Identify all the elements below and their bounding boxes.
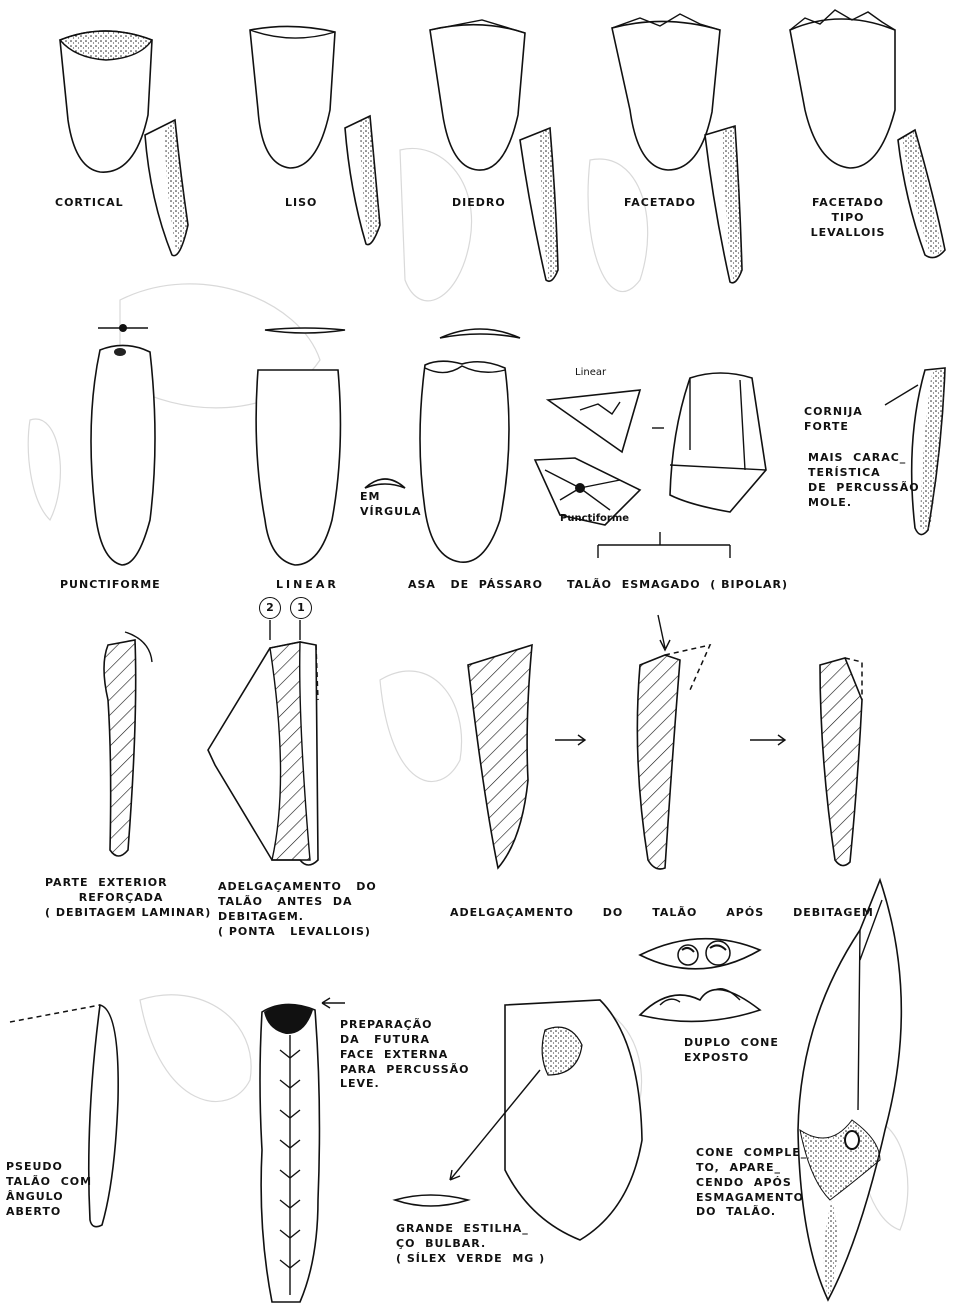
label-em-virgula: EM VÍRGULA [360,490,422,520]
label-parte-exterior: PARTE EXTERIOR REFORÇADA ( DEBITAGEM LAM… [45,876,211,921]
facetado-flake-drawing [612,14,742,283]
label-linear: LINEAR [276,578,339,593]
duplo-cone-drawing [640,939,760,1022]
diedro-flake-drawing [430,20,558,281]
label-cortical: CORTICAL [55,196,124,211]
label-estilhaco-bulbar: GRANDE ESTILHA_ ÇO BULBAR. ( SÍLEX VERDE… [396,1222,545,1267]
asa-de-passaro-flake-drawing [420,329,520,562]
label-diedro: DIEDRO [452,196,506,211]
label-pseudo-talao: PSEUDO TALÃO COM ÂNGULO ABERTO [6,1160,92,1219]
label-cornija-forte: CORNIJA FORTE [804,405,863,435]
label-preparacao: PREPARAÇÃO DA FUTURA FACE EXTERNA PARA P… [340,1018,469,1092]
label-facetado-levallois: FACETADO TIPO LEVALLOIS [808,196,888,241]
label-adelgacamento-apos: ADELGAÇAMENTO DO TALÃO APÓS DEBITAGEM [450,906,874,921]
adelgacamento-apos-section-2 [637,615,785,869]
number-1-marker: 1 [290,597,312,619]
label-duplo-cone: DUPLO CONE EXPOSTO [684,1036,779,1066]
adelgacamento-apos-section-3 [820,658,862,866]
label-punctiforme-small: Punctiforme [560,512,629,526]
esmagado-bipolar-drawings [535,373,766,558]
number-2-marker: 2 [259,597,281,619]
label-adelgacamento-antes: ADELGAÇAMENTO DO TALÃO ANTES DA DEBITAGE… [218,880,377,939]
label-mais-caracteristica: MAIS CARAC_ TERÍSTICA DE PERCUSSÃO MOLE. [808,451,920,510]
label-punctiforme: PUNCTIFORME [60,578,161,593]
label-cone-completo: CONE COMPLE_ TO, APARE_ CENDO APÓS ESMAG… [696,1146,807,1220]
label-facetado: FACETADO [624,196,696,211]
blade-preparation-drawing [260,998,345,1302]
liso-flake-drawing [250,26,380,244]
label-talao-esmagado: TALÃO ESMAGADO ( BIPOLAR) [567,578,788,593]
linear-flake-drawing [256,328,405,565]
label-asa-de-passaro: ASA DE PÁSSARO [408,578,543,593]
adelgacamento-apos-section-1 [468,645,585,868]
levallois-point-section-drawing [208,620,318,865]
punctiforme-flake-drawing [91,324,155,565]
label-linear-small: Linear [575,366,606,380]
laminar-section-drawing [104,632,152,856]
label-liso: LISO [285,196,317,211]
cortical-flake-drawing [60,31,188,256]
complete-cone-point-drawing [798,880,901,1300]
